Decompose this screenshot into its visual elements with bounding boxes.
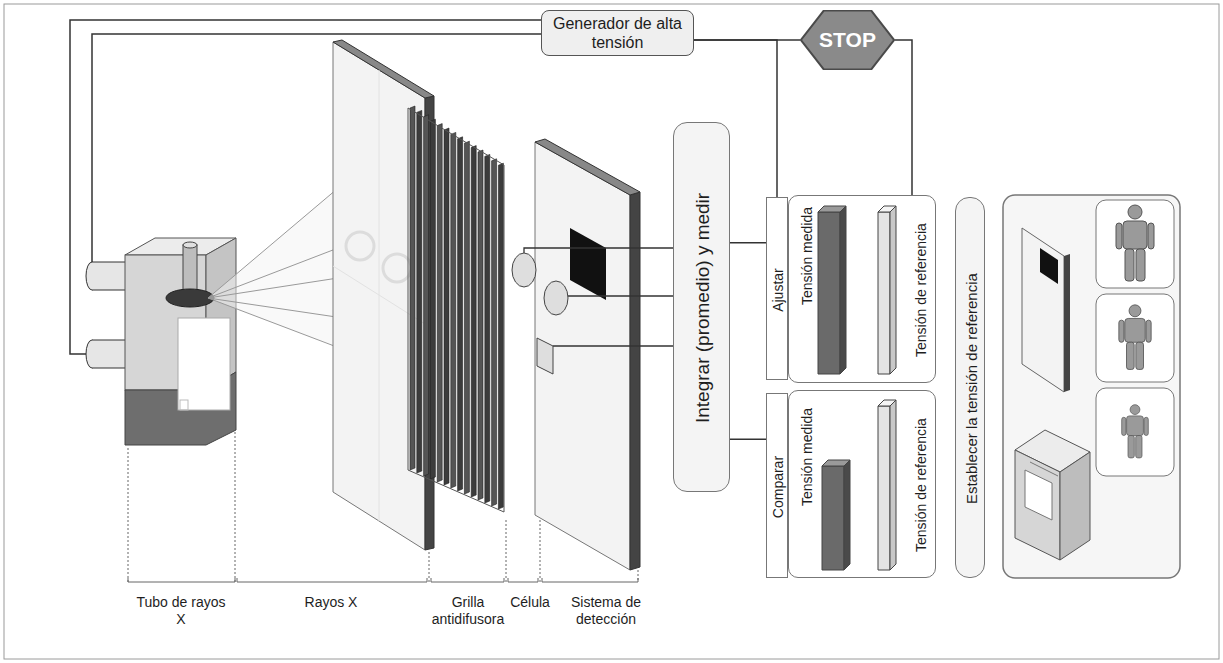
grid-slat xyxy=(458,137,463,491)
part-label: Célula xyxy=(508,594,552,611)
part-label: Sistema de detección xyxy=(560,594,652,628)
patient-figure xyxy=(1116,205,1154,281)
generator-box: Generador de alta tensión xyxy=(541,10,694,56)
patient-figure xyxy=(1122,405,1149,458)
reference-box: Establecer la tensión de referencia xyxy=(955,197,985,578)
grid-slat xyxy=(498,163,503,509)
part-label: Grilla antidifusora xyxy=(425,594,511,628)
vertical-label: Tensión de referencia xyxy=(913,418,929,552)
grid-slat xyxy=(451,132,456,488)
adjust-panel: Tensión medida Tensión de referencia xyxy=(788,195,936,383)
part-label: Tubo de rayos X xyxy=(131,594,231,628)
part-label: Rayos X xyxy=(291,594,371,611)
connector-line xyxy=(730,242,766,244)
compare-tab: Comparar xyxy=(766,393,788,578)
grid-slat xyxy=(492,159,497,506)
grid-slat xyxy=(444,128,449,485)
voltage-bars xyxy=(818,206,896,570)
compare-panel: Tensión medida Tensión de referencia xyxy=(788,390,936,578)
vertical-label: Comparar xyxy=(770,455,786,517)
grid-slat xyxy=(471,146,476,497)
node-label: STOP xyxy=(819,28,876,52)
patient-figure xyxy=(1119,305,1151,370)
vertical-label: Integrar (promedio) y medir xyxy=(692,193,714,423)
part-brackets xyxy=(128,432,638,582)
grid-slat xyxy=(430,119,435,479)
x-ray-plane xyxy=(333,40,434,550)
stop-hexagon: STOP xyxy=(800,10,895,70)
vertical-label: Tensión medida xyxy=(799,408,815,506)
grid-outline xyxy=(408,108,504,512)
grid-slat xyxy=(410,106,415,470)
connector-line xyxy=(730,439,766,441)
grid-slat xyxy=(424,115,429,476)
vertical-label: Ajustar xyxy=(770,268,786,312)
patient-selection-panel xyxy=(1003,195,1180,578)
grid-slat xyxy=(478,150,483,500)
vertical-label: Tensión de referencia xyxy=(913,223,929,357)
ionization-cells xyxy=(512,248,673,374)
integrate-box: Integrar (promedio) y medir xyxy=(673,122,730,492)
grid-slat xyxy=(437,124,442,482)
connector-line xyxy=(895,40,912,195)
grid-slat xyxy=(464,141,469,494)
grid-slat xyxy=(417,110,422,473)
detection-plate xyxy=(535,139,640,570)
antiscatter-grid xyxy=(408,106,504,512)
adjust-tab: Ajustar xyxy=(766,197,788,380)
vertical-label: Establecer la tensión de referencia xyxy=(962,273,979,504)
node-label: Generador de alta tensión xyxy=(548,14,687,52)
frame xyxy=(4,4,1219,659)
x-ray-tube xyxy=(86,238,236,445)
grid-slat xyxy=(485,154,490,503)
vertical-label: Tensión medida xyxy=(799,207,815,305)
